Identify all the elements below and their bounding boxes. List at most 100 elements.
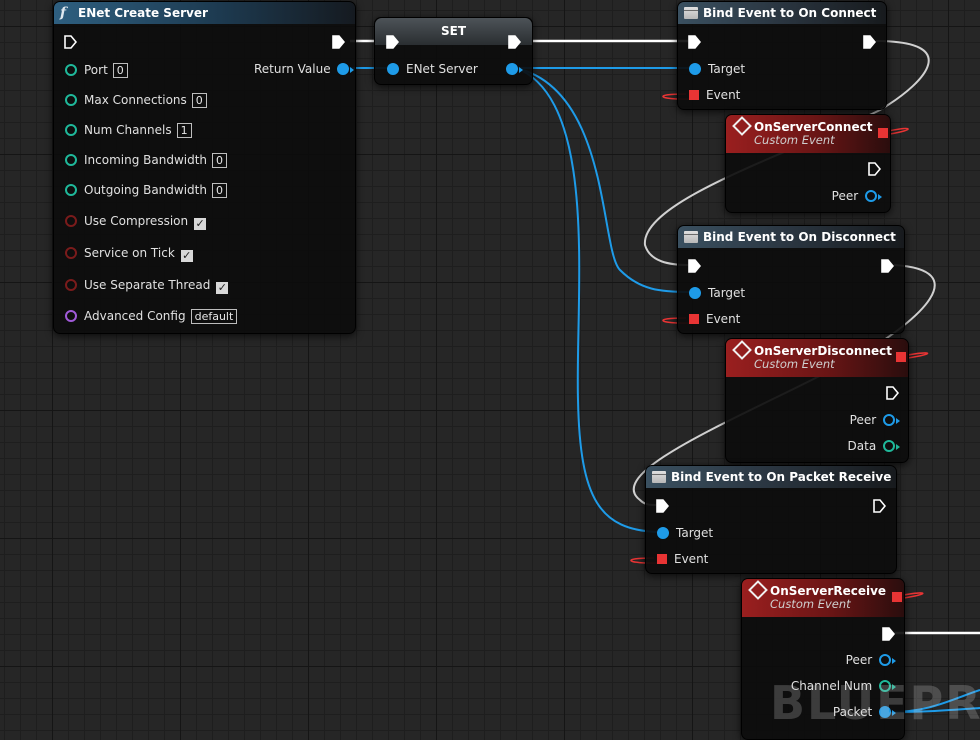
exec-in-pin[interactable] bbox=[63, 35, 77, 49]
event-input-row[interactable]: Event bbox=[689, 311, 740, 327]
outgoing-bandwidth-field[interactable]: 0 bbox=[211, 183, 227, 198]
service-on-tick-checkbox[interactable]: ✓ bbox=[180, 249, 193, 262]
int-pin-icon[interactable] bbox=[65, 154, 77, 166]
on-server-disconnect-event-node[interactable]: OnServerDisconnect Custom Event Peer Dat… bbox=[725, 338, 909, 463]
pin-label: Peer bbox=[845, 653, 873, 667]
exec-out-pin[interactable] bbox=[881, 627, 895, 641]
bind-on-disconnect-node[interactable]: Bind Event to On Disconnect Target Event bbox=[677, 225, 905, 334]
num-channels-field[interactable]: 1 bbox=[176, 123, 192, 138]
node-title: Bind Event to On Packet Receive bbox=[671, 470, 892, 484]
delegate-pin-icon[interactable] bbox=[896, 352, 906, 362]
bool-pin-icon[interactable] bbox=[65, 247, 77, 259]
peer-output-row[interactable]: Peer bbox=[832, 188, 882, 204]
exec-in-pin[interactable] bbox=[385, 35, 399, 49]
pin-label: Channel Num bbox=[790, 679, 873, 693]
delegate-pin-icon[interactable] bbox=[878, 128, 888, 138]
return-value-output-row[interactable]: Return Value bbox=[254, 61, 355, 77]
custom-event-icon bbox=[732, 116, 752, 136]
object-pin-icon[interactable] bbox=[337, 63, 350, 75]
event-input-row[interactable]: Event bbox=[689, 87, 740, 103]
int-pin-icon[interactable] bbox=[879, 680, 891, 692]
pin-label: ENet Server bbox=[406, 62, 478, 76]
bind-on-connect-node[interactable]: Bind Event to On Connect Target Event bbox=[677, 1, 887, 110]
packet-output-row[interactable]: Packet bbox=[833, 704, 896, 720]
object-pin-icon[interactable] bbox=[506, 63, 518, 75]
struct-pin-icon[interactable] bbox=[65, 310, 77, 322]
event-input-row[interactable]: Event bbox=[657, 551, 708, 567]
object-wire bbox=[515, 67, 659, 533]
node-subtitle: Custom Event bbox=[754, 357, 835, 371]
object-pin-icon[interactable] bbox=[387, 63, 399, 75]
exec-out-pin[interactable] bbox=[331, 35, 345, 49]
object-pin-icon[interactable] bbox=[865, 190, 877, 202]
node-header: SET bbox=[375, 18, 532, 45]
advanced-config-input-row[interactable]: Advanced Config default bbox=[65, 308, 238, 324]
function-icon: f bbox=[60, 5, 67, 21]
object-pin-icon[interactable] bbox=[883, 414, 895, 426]
bool-pin-icon[interactable] bbox=[65, 215, 77, 227]
set-variable-node[interactable]: SET ENet Server bbox=[374, 17, 533, 85]
channel-num-output-row[interactable]: Channel Num bbox=[791, 678, 896, 694]
int-pin-icon[interactable] bbox=[883, 440, 895, 452]
object-pin-icon[interactable] bbox=[689, 63, 701, 75]
use-separate-thread-input-row[interactable]: Use Separate Thread✓ bbox=[65, 277, 229, 294]
node-header: Bind Event to On Disconnect bbox=[678, 226, 904, 248]
advanced-config-field[interactable]: default bbox=[190, 309, 238, 324]
object-pin-icon[interactable] bbox=[689, 287, 701, 299]
int-pin-icon[interactable] bbox=[65, 124, 77, 136]
int-pin-icon[interactable] bbox=[65, 184, 77, 196]
exec-out-pin[interactable] bbox=[507, 35, 521, 49]
node-header: OnServerDisconnect Custom Event bbox=[726, 339, 908, 377]
exec-out-pin[interactable] bbox=[880, 259, 894, 273]
target-input-row[interactable]: Target bbox=[689, 285, 745, 301]
target-input-row[interactable]: Target bbox=[657, 525, 713, 541]
exec-in-pin[interactable] bbox=[687, 35, 701, 49]
bool-pin-icon[interactable] bbox=[65, 279, 77, 291]
enet-server-output-row[interactable] bbox=[506, 61, 523, 77]
delegate-pin-icon[interactable] bbox=[689, 314, 699, 324]
bind-event-icon bbox=[652, 471, 666, 483]
int-pin-icon[interactable] bbox=[65, 94, 77, 106]
exec-out-pin[interactable] bbox=[872, 499, 886, 513]
exec-out-pin[interactable] bbox=[862, 35, 876, 49]
pin-label: Target bbox=[708, 62, 746, 76]
incoming-bandwidth-field[interactable]: 0 bbox=[212, 153, 228, 168]
exec-out-pin[interactable] bbox=[867, 162, 881, 176]
int-pin-icon[interactable] bbox=[65, 64, 77, 76]
use-compression-checkbox[interactable]: ✓ bbox=[194, 217, 207, 230]
service-on-tick-input-row[interactable]: Service on Tick✓ bbox=[65, 245, 193, 262]
exec-in-pin[interactable] bbox=[687, 259, 701, 273]
enet-server-input-row[interactable]: ENet Server bbox=[387, 61, 478, 77]
object-pin-icon[interactable] bbox=[657, 527, 669, 539]
object-pin-icon[interactable] bbox=[879, 654, 891, 666]
on-server-receive-event-node[interactable]: OnServerReceive Custom Event Peer Channe… bbox=[741, 578, 905, 740]
max-connections-field[interactable]: 0 bbox=[191, 93, 207, 108]
exec-out-pin[interactable] bbox=[885, 386, 899, 400]
peer-output-row[interactable]: Peer bbox=[850, 412, 900, 428]
use-separate-thread-checkbox[interactable]: ✓ bbox=[216, 281, 229, 294]
exec-in-pin[interactable] bbox=[655, 499, 669, 513]
port-field[interactable]: 0 bbox=[112, 63, 128, 78]
node-header: Bind Event to On Connect bbox=[678, 2, 886, 24]
max-connections-input-row[interactable]: Max Connections 0 bbox=[65, 92, 207, 108]
use-compression-input-row[interactable]: Use Compression✓ bbox=[65, 213, 207, 230]
pin-label: Advanced Config bbox=[84, 309, 186, 323]
object-pin-icon[interactable] bbox=[879, 706, 891, 718]
pin-arrow-icon bbox=[892, 658, 896, 664]
delegate-pin-icon[interactable] bbox=[657, 554, 667, 564]
delegate-wire bbox=[901, 352, 929, 359]
node-title: Bind Event to On Disconnect bbox=[703, 230, 896, 244]
peer-output-row[interactable]: Peer bbox=[846, 652, 896, 668]
bind-on-packet-receive-node[interactable]: Bind Event to On Packet Receive Target E… bbox=[645, 465, 897, 574]
data-output-row[interactable]: Data bbox=[848, 438, 900, 454]
target-input-row[interactable]: Target bbox=[689, 61, 745, 77]
delegate-pin-icon[interactable] bbox=[892, 592, 902, 602]
on-server-connect-event-node[interactable]: OnServerConnect Custom Event Peer bbox=[725, 114, 891, 213]
pin-label: Max Connections bbox=[84, 93, 187, 107]
delegate-pin-icon[interactable] bbox=[689, 90, 699, 100]
